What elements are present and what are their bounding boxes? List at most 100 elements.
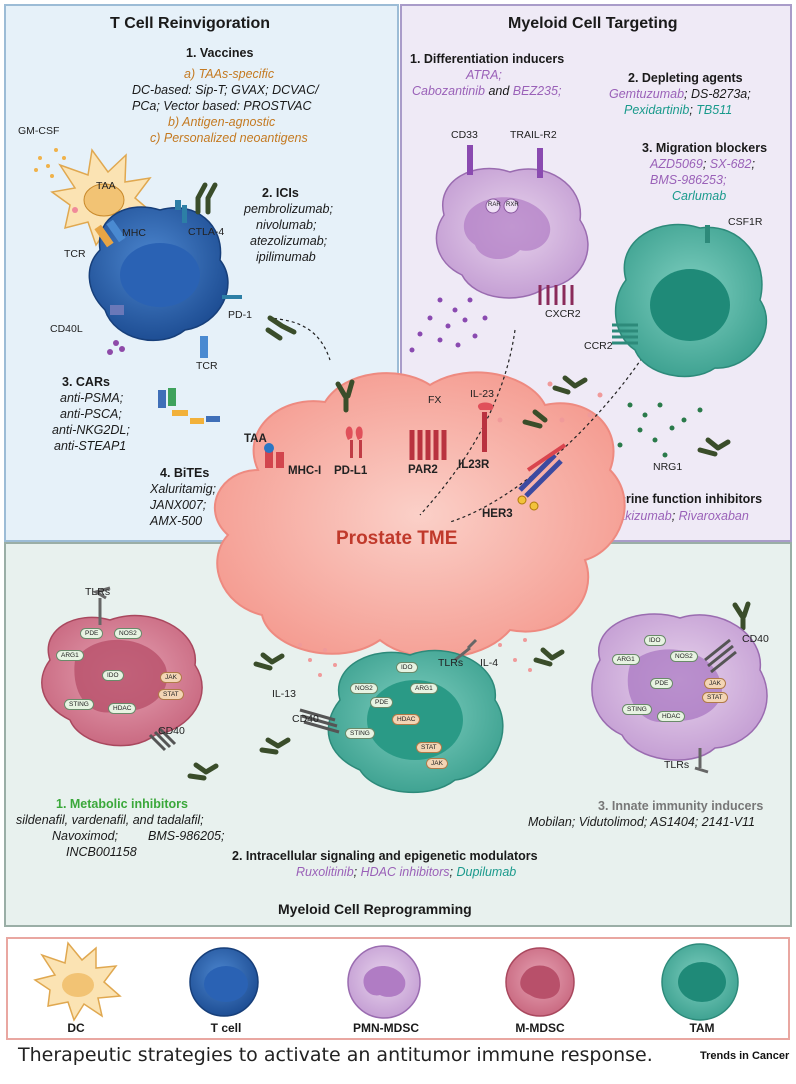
- stat-pill: STAT: [702, 692, 728, 703]
- cars-heading: 3. CARs: [62, 375, 110, 389]
- migration-line2: BMS-986253;: [650, 173, 727, 187]
- vaccines-heading: 1. Vaccines: [186, 46, 254, 60]
- jak-pill: JAK: [704, 678, 726, 689]
- il23-label: IL-23: [470, 388, 494, 400]
- par2-label: PAR2: [408, 464, 438, 476]
- pmn-mdsc-reprog: [591, 613, 768, 774]
- legend-tcell-label: T cell: [210, 1021, 242, 1035]
- ido-pill: IDO: [644, 635, 666, 646]
- t-cell: [88, 200, 242, 358]
- intracellular-heading: 2. Intracellular signaling and epigeneti…: [232, 849, 538, 863]
- rivaroxaban-text: Rivaroxaban: [678, 509, 749, 523]
- arg1-pill: ARG1: [56, 650, 84, 661]
- cd40l-chain: [107, 340, 125, 355]
- legend-tcell: [189, 947, 259, 1017]
- icis-heading: 2. ICIs: [262, 186, 299, 200]
- legend-dc-cell: [33, 941, 122, 1022]
- gm-csf-label: GM-CSF: [18, 125, 60, 137]
- cd40l-label: CD40L: [50, 323, 83, 335]
- fx-label: FX: [428, 394, 442, 406]
- diff-line1: ATRA;: [466, 68, 502, 82]
- tme-surface-proteins: [264, 402, 567, 511]
- cd40-mmdsc-label: CD40: [158, 725, 185, 737]
- legend-dc-label: DC: [67, 1021, 85, 1035]
- jak-pill: JAK: [426, 758, 448, 769]
- tlrs-pmn-label: TLRs: [664, 759, 690, 771]
- pde-pill: PDE: [80, 628, 104, 639]
- il4-label: IL-4: [480, 657, 499, 669]
- pmn-dots: [409, 297, 488, 353]
- stat-pill: STAT: [158, 689, 184, 700]
- taa-label: TAA: [96, 180, 116, 192]
- trail-r2-label: TRAIL-R2: [510, 129, 557, 141]
- nos2-pill: NOS2: [670, 651, 698, 662]
- arrow-tam-to-tme: [449, 357, 643, 523]
- gemtuzumab-text: Gemtuzumab: [609, 87, 685, 101]
- cars-item: anti-PSMA;: [60, 391, 124, 405]
- mhc-label: MHC: [122, 227, 146, 239]
- deplete-sep: ;: [689, 103, 697, 117]
- ctla4-label: CTLA-4: [188, 226, 225, 238]
- ido-pill: IDO: [396, 662, 418, 673]
- legend-pmn-mdsc-label: PMN-MDSC: [353, 1021, 419, 1035]
- dendritic-cell: [50, 148, 157, 247]
- diff-line2: Cabozantinib and BEZ235;: [412, 84, 561, 98]
- stat-pill: STAT: [416, 742, 442, 753]
- figure-caption: Therapeutic strategies to activate an an…: [18, 1044, 653, 1066]
- dupilumab-text: Dupilumab: [456, 865, 517, 879]
- legend-pmn-mdsc: [347, 945, 421, 1019]
- metabolic-line1: sildenafil, vardenafil, and tadalafil;: [16, 813, 204, 827]
- csf1r-label: CSF1R: [728, 216, 763, 228]
- deplete-line1: Gemtuzumab; DS-8273a;: [609, 87, 751, 101]
- antibodies: [187, 182, 751, 781]
- tam-dots: [617, 402, 703, 458]
- mhc1-label: MHC-I: [288, 465, 322, 477]
- and-text: and: [484, 84, 513, 98]
- intra-sep2: ;: [449, 865, 457, 879]
- rxr-label: RXR: [506, 202, 519, 208]
- metabolic-heading: 1. Metabolic inhibitors: [56, 797, 188, 811]
- ccr2-label: CCR2: [584, 340, 613, 352]
- migration-sep2: ;: [751, 157, 755, 171]
- sting-pill: STING: [622, 704, 652, 715]
- metabolic-line2a: Navoximod;: [52, 829, 118, 843]
- tcell-panel-title: T Cell Reinvigoration: [110, 15, 271, 32]
- arg1-pill: ARG1: [612, 654, 640, 665]
- sting-pill: STING: [64, 699, 94, 710]
- migration-heading: 3. Migration blockers: [642, 141, 768, 155]
- cars-item: anti-NKG2DL;: [52, 423, 130, 437]
- bites-item: Xaluritamig;: [150, 482, 216, 496]
- tlrs-tam-label: TLRs: [438, 657, 464, 669]
- vaccines-line3: PCa; Vector based: PROSTVAC: [132, 99, 312, 113]
- nos2-pill: NOS2: [114, 628, 142, 639]
- deplete-heading: 2. Depleting agents: [628, 71, 743, 85]
- prostate-tme-label: Prostate TME: [336, 528, 458, 549]
- her3-label: HER3: [482, 508, 513, 520]
- legend-m-mdsc-label: M-MDSC: [515, 1021, 565, 1035]
- car-bite-constructs: [158, 388, 220, 424]
- azd5069-text: AZD5069: [650, 157, 703, 171]
- innate-heading: 3. Innate immunity inducers: [598, 799, 764, 813]
- cd40-pmn-label: CD40: [742, 633, 769, 645]
- vaccines-line1: a) TAAs-specific: [184, 67, 275, 81]
- pd1-label: PD-1: [228, 309, 252, 321]
- metabolic-line2b: BMS-986205;: [148, 829, 225, 843]
- intracellular-line1: Ruxolitinib; HDAC inhibitors; Dupilumab: [296, 865, 516, 879]
- hdac-inhibitors-text: HDAC inhibitors: [360, 865, 450, 879]
- paracrine-sep: ;: [671, 509, 679, 523]
- cars-item: anti-PSCA;: [60, 407, 122, 421]
- gm-csf-dots: [34, 148, 66, 178]
- reprog-panel-title: Myeloid Cell Reprogramming: [278, 901, 472, 917]
- icis-item: atezolizumab;: [250, 234, 328, 248]
- taa-tme-label: TAA: [244, 433, 267, 445]
- legend-tam-label: TAM: [689, 1021, 715, 1035]
- bites-heading: 4. BiTEs: [160, 466, 210, 480]
- innate-line1: Mobilan; Vidutolimod; AS1404; 2141-V11: [528, 815, 756, 829]
- myeloid-panel-title: Myeloid Cell Targeting: [508, 15, 678, 32]
- hdac-pill: HDAC: [657, 711, 686, 722]
- deplete-line2: Pexidartinib; TB511: [624, 103, 732, 117]
- metabolic-line3: INCB001158: [66, 845, 137, 859]
- icis-item: ipilimumab: [256, 250, 316, 264]
- cabozantinib-text: Cabozantinib: [412, 84, 485, 98]
